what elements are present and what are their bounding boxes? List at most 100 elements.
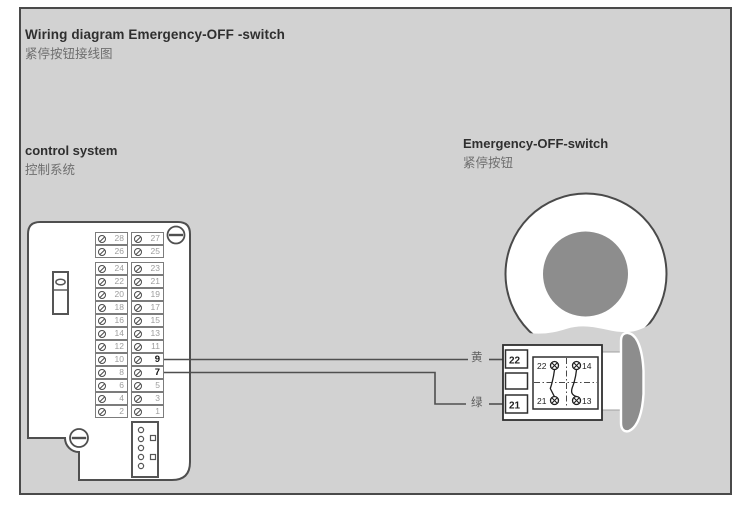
screw-terminal-icon <box>98 247 106 256</box>
page-title-en: Wiring diagram Emergency-OFF -switch <box>25 27 286 42</box>
terminal-number: 23 <box>150 263 160 274</box>
wire-green <box>164 371 503 405</box>
terminal-25: 25 <box>131 245 164 258</box>
switch-label-zh: 紧停按钮 <box>463 156 514 170</box>
terminal-row: 28 27 <box>95 232 164 245</box>
terminal-6: 6 <box>95 379 128 392</box>
terminal-8: 8 <box>95 366 128 379</box>
terminal-27: 27 <box>131 232 164 245</box>
terminal-row: 24 23 <box>95 262 164 275</box>
screw-terminal-icon <box>98 329 106 338</box>
terminal-number: 15 <box>150 315 160 326</box>
screw-terminal-icon <box>134 316 142 325</box>
terminal-row: 14 13 <box>95 327 164 340</box>
screw-terminal-icon <box>98 355 106 364</box>
screw-terminal-icon <box>134 407 142 416</box>
terminal-number: 24 <box>114 263 124 274</box>
terminal-22: 22 <box>95 275 128 288</box>
terminal-number: 19 <box>150 289 160 300</box>
mushroom-button <box>543 231 628 317</box>
control-system-label-zh: 控制系统 <box>25 163 76 177</box>
terminal-number: 10 <box>114 354 124 365</box>
terminal-4: 4 <box>95 392 128 405</box>
terminal-number: 5 <box>155 380 160 391</box>
terminal-16: 16 <box>95 314 128 327</box>
screw-icon <box>166 225 186 245</box>
screw-terminal-icon <box>98 368 106 377</box>
terminal-number: 27 <box>150 233 160 244</box>
terminal-number: 12 <box>114 341 124 352</box>
wire-label-green: 绿 <box>471 397 483 409</box>
terminal-23: 23 <box>131 262 164 275</box>
terminal-13: 13 <box>131 327 164 340</box>
screw-terminal-icon <box>134 394 142 403</box>
screw-terminal-icon <box>134 247 142 256</box>
terminal-box-22 <box>504 349 529 369</box>
terminal-number: 28 <box>114 233 124 244</box>
screw-terminal-icon <box>98 234 106 243</box>
screw-terminal-icon <box>134 303 142 312</box>
terminal-14: 14 <box>95 327 128 340</box>
terminal-box-middle <box>504 372 529 390</box>
terminal-number: 13 <box>150 328 160 339</box>
mushroom-cap-side <box>619 331 645 433</box>
contact-label-13: 13 <box>582 396 592 406</box>
screw-terminal-icon <box>98 316 106 325</box>
terminal-number: 16 <box>114 315 124 326</box>
terminal-number: 6 <box>119 380 124 391</box>
terminal-2: 2 <box>95 405 128 418</box>
terminal-box-22-label: 22 <box>509 356 521 367</box>
contact-label-14: 14 <box>582 361 592 371</box>
terminal-26: 26 <box>95 245 128 258</box>
screw-terminal-icon <box>134 368 142 377</box>
terminal-11: 11 <box>131 340 164 353</box>
terminal-number: 4 <box>119 393 124 404</box>
screw-terminal-icon <box>134 290 142 299</box>
terminal-7: 7 <box>131 366 164 379</box>
contact-schematic: 22 21 14 13 <box>532 356 599 410</box>
terminal-9: 9 <box>131 353 164 366</box>
terminal-20: 20 <box>95 288 128 301</box>
jumper-component <box>52 271 69 315</box>
contact-block: 22 21 22 21 <box>502 344 603 421</box>
screw-terminal-icon <box>98 290 106 299</box>
screw-terminal-icon <box>98 277 106 286</box>
page-title-zh: 紧停按钮接线图 <box>25 47 113 61</box>
terminal-box-21 <box>504 394 529 414</box>
terminal-row: 22 21 <box>95 275 164 288</box>
screw-terminal-icon <box>134 381 142 390</box>
terminal-number: 14 <box>114 328 124 339</box>
screw-terminal-icon <box>134 277 142 286</box>
screw-terminal-icon <box>134 234 142 243</box>
screw-terminal-icon <box>98 381 106 390</box>
screw-terminal-icon <box>98 342 106 351</box>
terminal-number: 20 <box>114 289 124 300</box>
terminal-number: 8 <box>119 367 124 378</box>
contact-label-22: 22 <box>537 361 547 371</box>
control-system-label: control system 控制系统 <box>25 143 117 178</box>
screw-terminal-icon <box>98 264 106 273</box>
terminal-10: 10 <box>95 353 128 366</box>
wire-label-yellow: 黄 <box>471 352 483 364</box>
terminal-number: 2 <box>119 406 124 417</box>
terminal-5: 5 <box>131 379 164 392</box>
terminal-12: 12 <box>95 340 128 353</box>
board-connector <box>131 421 159 478</box>
terminal-box-21-label: 21 <box>509 401 521 412</box>
terminal-row: 10 9 <box>95 353 164 366</box>
terminal-3: 3 <box>131 392 164 405</box>
page-title: Wiring diagram Emergency-OFF -switch 紧停按… <box>25 27 285 62</box>
control-system-label-en: control system <box>25 143 118 158</box>
terminal-1: 1 <box>131 405 164 418</box>
terminal-15: 15 <box>131 314 164 327</box>
terminal-17: 17 <box>131 301 164 314</box>
terminal-number: 21 <box>150 276 160 287</box>
